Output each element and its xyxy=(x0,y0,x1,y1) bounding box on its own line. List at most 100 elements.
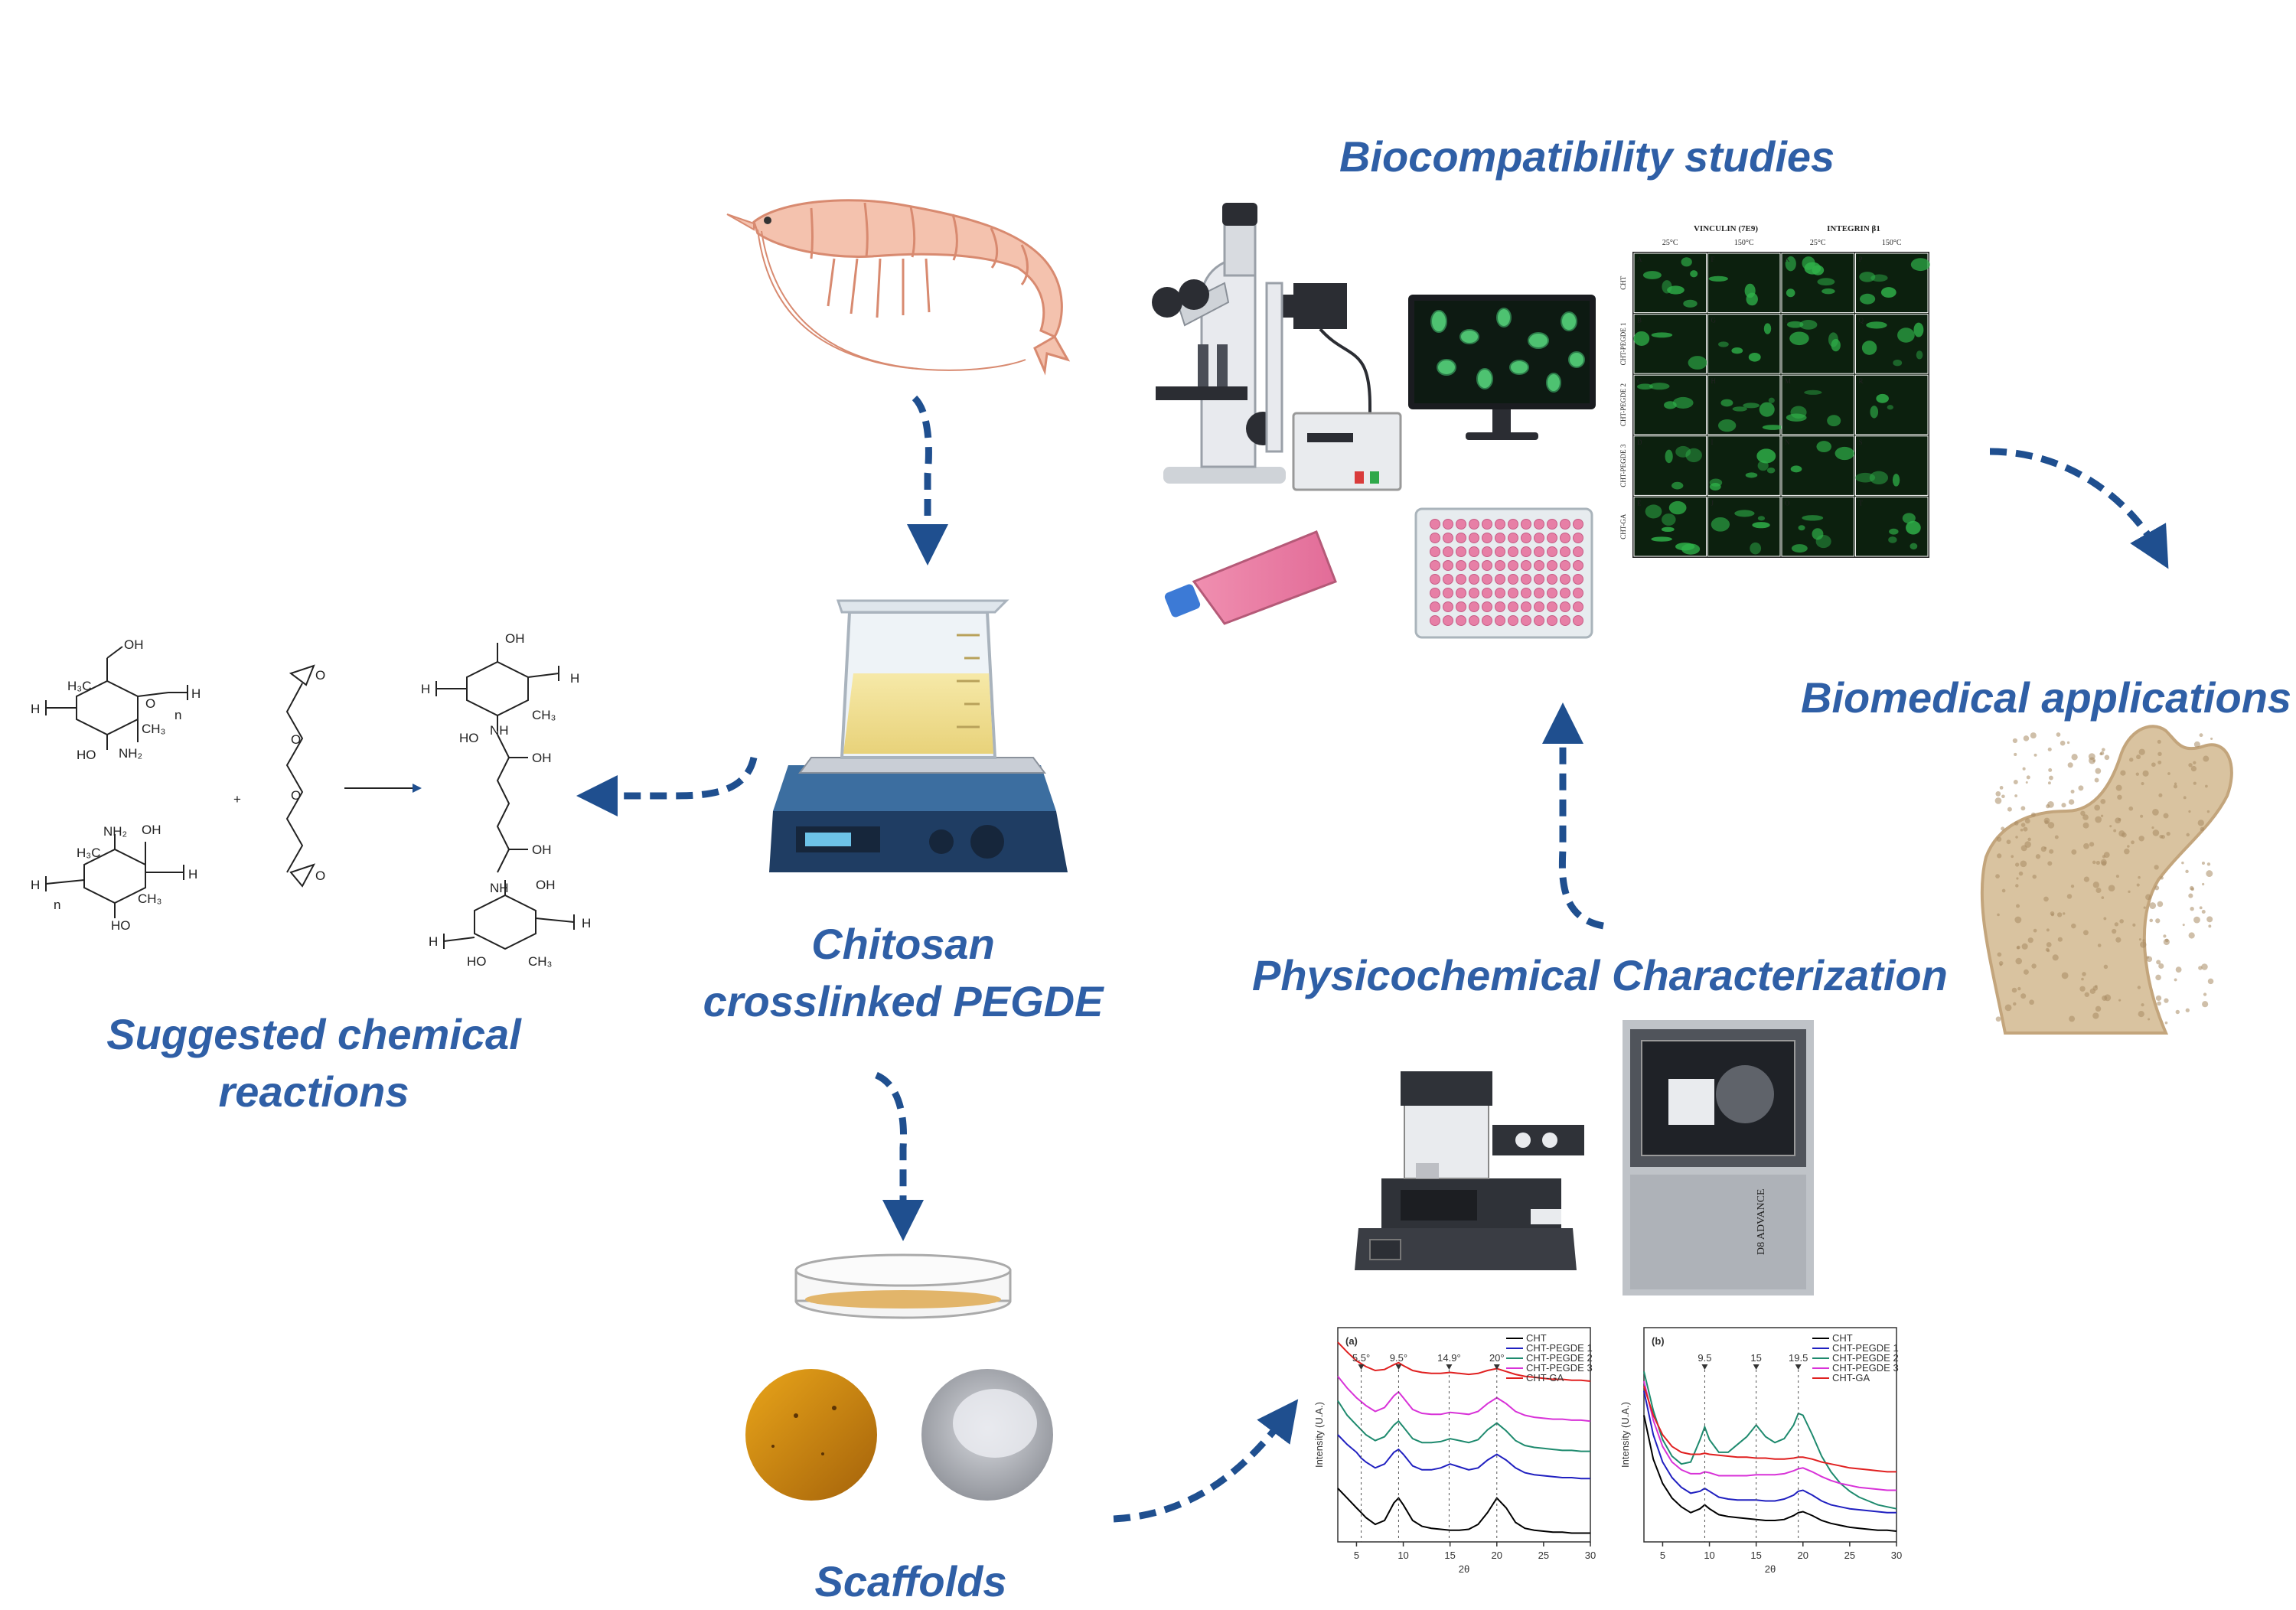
well xyxy=(1547,533,1557,543)
bone-pore xyxy=(2119,919,2124,924)
chem-atom: H xyxy=(191,686,201,701)
grid-col-header: 150°C xyxy=(1882,239,1902,247)
xrd-model-text: D8 ADVANCE xyxy=(1756,1189,1767,1255)
series-line xyxy=(1643,1390,1896,1514)
bone-pore xyxy=(2046,942,2052,947)
bone-pore xyxy=(2188,932,2195,939)
femur-bone-illustration xyxy=(1980,725,2233,1035)
bone-pore xyxy=(2080,810,2086,816)
bone-pore xyxy=(2095,985,2098,988)
bone-pore xyxy=(2066,894,2073,899)
cell-signal xyxy=(1876,393,1889,403)
cell-signal xyxy=(1866,321,1887,329)
bone-pore xyxy=(2021,943,2028,950)
well xyxy=(1508,615,1518,626)
bone-pore xyxy=(2132,923,2136,927)
bone-pore xyxy=(2030,812,2036,817)
bone-pore xyxy=(2164,998,2169,1003)
well xyxy=(1508,588,1518,598)
label-scaffolds: Scaffolds xyxy=(814,1557,1007,1605)
bone-pore xyxy=(2149,918,2154,923)
well xyxy=(1443,546,1453,557)
well xyxy=(1456,519,1466,530)
bone-pore xyxy=(2155,918,2161,924)
bone-pore xyxy=(2157,739,2161,744)
bone-pore xyxy=(2152,808,2159,816)
label-suggested-line2: reactions xyxy=(218,1067,409,1116)
bone-pore xyxy=(2092,1012,2099,1019)
well xyxy=(1482,574,1492,585)
cell-signal xyxy=(1888,536,1897,543)
well xyxy=(1443,519,1453,530)
peak-marker xyxy=(1795,1364,1802,1370)
well xyxy=(1443,574,1453,585)
micrograph-letter: P xyxy=(1859,256,1863,263)
cell-signal xyxy=(1786,413,1807,422)
well xyxy=(1547,519,1557,530)
bone-pore xyxy=(2043,846,2047,849)
cell-signal xyxy=(1759,402,1775,417)
bone-pore xyxy=(2124,848,2130,855)
arrow-characterization-to-biocompatibility xyxy=(1542,702,1604,930)
legend-entry: CHT-PEGDE 2 xyxy=(1526,1352,1593,1364)
well xyxy=(1495,574,1505,585)
peak-label: 14.9° xyxy=(1437,1352,1461,1364)
bone-pore xyxy=(2033,928,2037,933)
cell-signal xyxy=(1720,399,1733,407)
bone-pore xyxy=(2163,813,2169,819)
bone-pore xyxy=(1994,797,2002,804)
bone-pore xyxy=(2102,861,2107,866)
xrd-diffractometer: D8 ADVANCE xyxy=(1623,1020,1814,1295)
bone-pore xyxy=(2082,822,2089,829)
bone-pore xyxy=(2175,966,2182,973)
cell-signal xyxy=(1672,396,1694,409)
monitor-cell-image xyxy=(1408,295,1596,440)
bone-pore xyxy=(2155,974,2161,981)
bone-pore xyxy=(1999,963,2002,966)
pegde-molecule xyxy=(285,664,316,888)
chem-atom: O xyxy=(145,696,155,711)
well xyxy=(1573,560,1583,571)
grid-row-label: CHT-PEGDE 3 xyxy=(1619,444,1627,487)
grid-row-label: CHT-GA xyxy=(1619,513,1627,539)
peak-label: 9.5 xyxy=(1698,1352,1711,1364)
cell-signal xyxy=(1717,419,1737,432)
bone-pore xyxy=(2142,939,2145,942)
well xyxy=(1508,560,1518,571)
well xyxy=(1508,546,1518,557)
bone-pore xyxy=(2047,861,2053,866)
cell-signal xyxy=(1798,525,1805,531)
scaffold-sample-white xyxy=(921,1369,1053,1501)
bone-pore xyxy=(2193,781,2197,785)
x-tick-label: 30 xyxy=(1891,1550,1902,1561)
scaffold-sample-amber xyxy=(745,1369,877,1501)
cell-signal xyxy=(1827,415,1841,427)
well xyxy=(1521,519,1531,530)
cell-signal xyxy=(1821,288,1835,295)
bone-pore xyxy=(2095,816,2102,823)
series-line xyxy=(1643,1371,1897,1510)
legend-entry: CHT-PEGDE 3 xyxy=(1526,1362,1593,1374)
peak-label: 19.5 xyxy=(1789,1352,1808,1364)
bone-pore xyxy=(2070,884,2075,888)
bone-pore xyxy=(2185,869,2189,874)
chem-atom: O xyxy=(315,869,325,883)
bone-pore xyxy=(2001,826,2005,831)
bone-pore xyxy=(2114,922,2119,927)
bone-pore xyxy=(2029,999,2034,1005)
bone-pore xyxy=(2203,992,2207,996)
cell-signal xyxy=(1768,397,1775,403)
micrograph-cell xyxy=(1855,435,1929,496)
bone-pore xyxy=(2020,823,2026,827)
bone-pore xyxy=(2156,960,2161,965)
bone-pore xyxy=(2173,784,2177,789)
bone-pore xyxy=(2188,893,2193,898)
well xyxy=(1469,588,1479,598)
label-chitosan-line2: crosslinked PEGDE xyxy=(703,977,1104,1025)
x-tick-label: 15 xyxy=(1750,1550,1761,1561)
bone-pore xyxy=(2149,902,2157,909)
bone-pore xyxy=(2104,754,2110,761)
cell-signal xyxy=(1804,389,1822,395)
cell-signal xyxy=(1683,299,1698,308)
